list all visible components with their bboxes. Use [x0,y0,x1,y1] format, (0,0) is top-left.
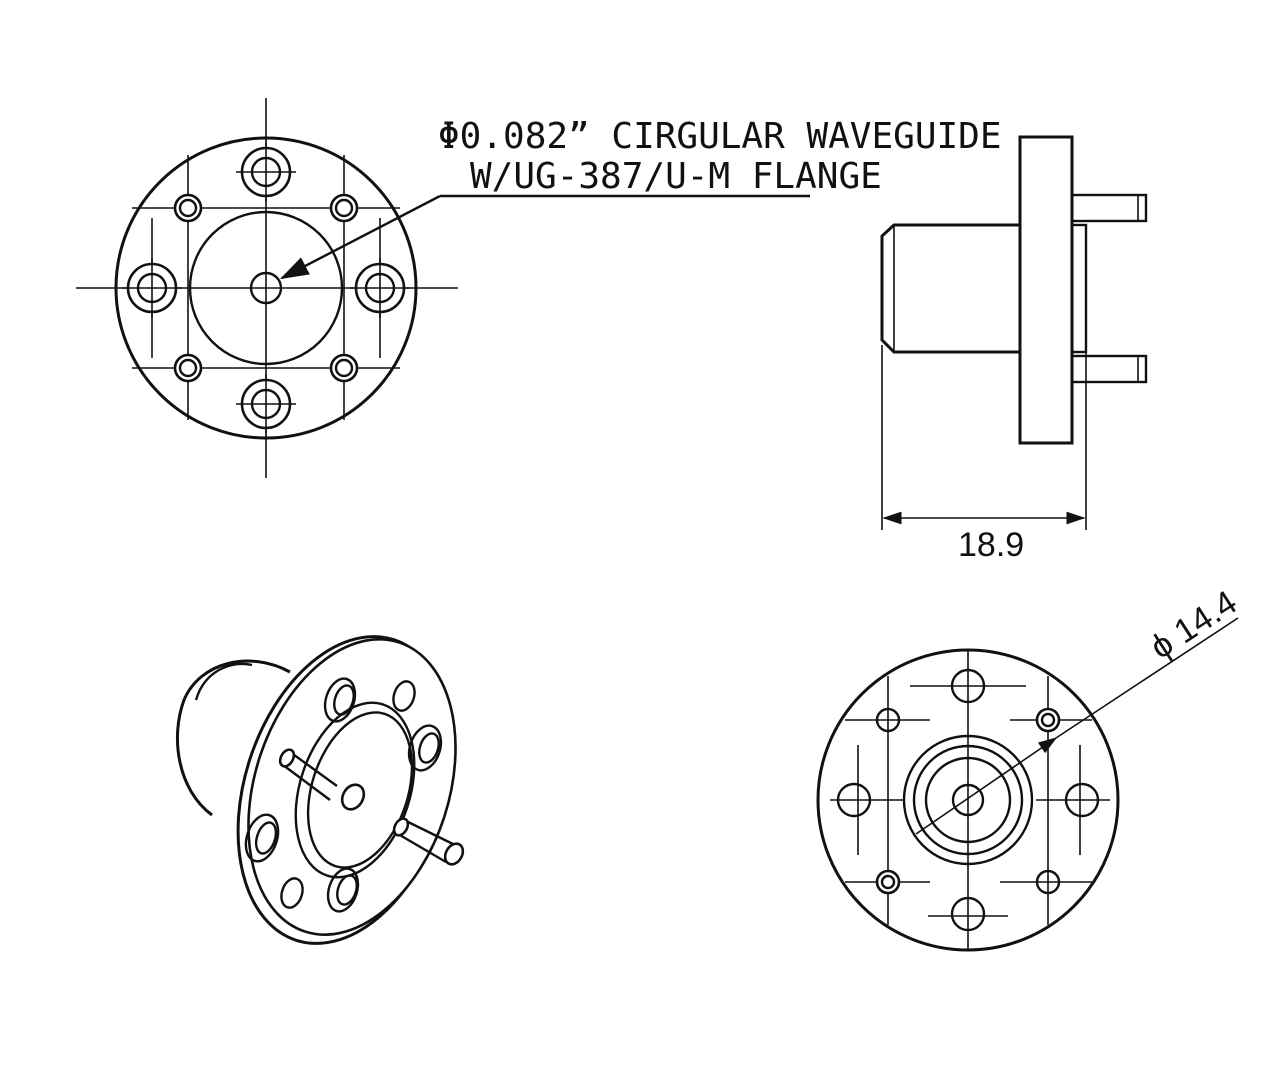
waveguide-body [880,223,1020,354]
length-dimension: 18.9 [958,526,1024,564]
alignment-pin-bottom [1070,354,1148,384]
iso-hole [407,724,443,772]
iso-boss [294,701,416,879]
rear-hole [950,896,986,932]
flange-boss-side [1070,223,1088,354]
iso-pin-lower [392,817,465,866]
side-view [880,135,1148,530]
flange-side [1018,135,1074,445]
front-view [76,98,458,478]
counterbore-hole [350,258,410,318]
pin-hole [329,193,359,223]
counterbore-hole [236,142,296,202]
callout-leader [279,194,810,280]
diameter-leader [915,737,1058,835]
rear-pin-hole [1035,707,1061,733]
counterbore-hole [236,374,296,434]
rear-view [816,617,1239,952]
rear-pin-hole [875,869,901,895]
rear-hole [1064,782,1100,818]
alignment-pin-top [1070,193,1148,223]
iso-hole [244,813,280,863]
iso-hole [280,877,304,909]
iso-hole [392,680,416,712]
pin-hole [173,193,203,223]
rear-small-hole [1035,869,1061,895]
counterbore-hole [122,258,182,318]
rear-hole [836,782,872,818]
rear-hole [950,668,986,704]
pin-hole [173,353,203,383]
isometric-view [175,635,465,945]
iso-hole [323,677,357,723]
iso-hole [326,867,360,913]
pin-hole [329,353,359,383]
iso-pin-upper [278,748,366,811]
iso-waveguide-body [175,659,291,817]
diameter-leader-ext [1055,617,1239,739]
callout-line-2: W/UG-387/U-M FLANGE [470,156,882,197]
rear-small-hole [875,707,901,733]
callout-line-1: Φ0.082” CIRGULAR WAVEGUIDE [438,116,1002,157]
